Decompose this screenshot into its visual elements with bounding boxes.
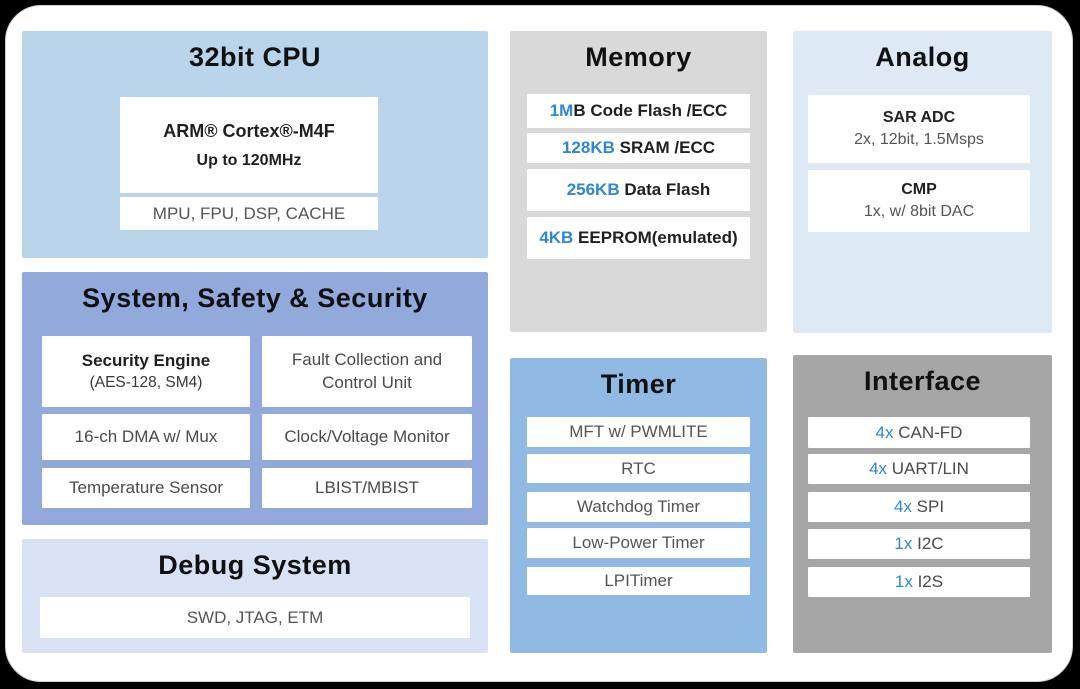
timer-row-label: RTC bbox=[621, 458, 656, 478]
analog-cmp-box: CMP 1x, w/ 8bit DAC bbox=[808, 170, 1030, 232]
memory-row-label: EEPROM(emulated) bbox=[573, 228, 738, 247]
timer-row-mft: MFT w/ PWMLITE bbox=[527, 417, 750, 447]
analog-title: Analog bbox=[875, 42, 970, 72]
debug-title: Debug System bbox=[158, 550, 352, 580]
interface-row-label: I2C bbox=[912, 534, 944, 553]
memory-row-eeprom: 4KB EEPROM(emulated) bbox=[527, 217, 750, 259]
block-analog: Analog SAR ADC 2x, 12bit, 1.5Msps CMP 1x… bbox=[793, 31, 1052, 333]
debug-ports-box: SWD, JTAG, ETM bbox=[40, 597, 470, 638]
interface-count-accent: 1x bbox=[894, 534, 913, 553]
cpu-core-box: ARM® Cortex®-M4F Up to 120MHz bbox=[120, 97, 378, 193]
interface-count-accent: 4x bbox=[875, 422, 894, 442]
interface-row-i2c: 1x I2C bbox=[808, 529, 1030, 559]
dma-box: 16-ch DMA w/ Mux bbox=[42, 414, 250, 460]
interface-row-label: SPI bbox=[911, 497, 945, 516]
lbist-mbist-box: LBIST/MBIST bbox=[262, 468, 472, 508]
security-engine-label: Security Engine bbox=[81, 351, 211, 370]
timer-row-label: MFT w/ PWMLITE bbox=[569, 422, 708, 441]
memory-size-accent: 4KB bbox=[539, 228, 574, 247]
memory-size-accent: 1M bbox=[549, 101, 574, 120]
interface-row-i2s: 1x I2S bbox=[808, 567, 1030, 597]
security-engine-sub-label: (AES-128, SM4) bbox=[89, 374, 203, 391]
analog-sar-adc-box: SAR ADC 2x, 12bit, 1.5Msps bbox=[808, 95, 1030, 163]
cpu-core-speed: Up to 120MHz bbox=[196, 151, 302, 169]
interface-row-label: UART/LIN bbox=[887, 459, 969, 478]
interface-count-accent: 1x bbox=[894, 572, 913, 591]
analog-item-spec: 2x, 12bit, 1.5Msps bbox=[854, 131, 984, 148]
dma-label: 16-ch DMA w/ Mux bbox=[74, 426, 218, 446]
temperature-sensor-box: Temperature Sensor bbox=[42, 468, 250, 508]
interface-count-accent: 4x bbox=[893, 497, 912, 516]
timer-row-lpitimer: LPITimer bbox=[527, 567, 750, 595]
timer-row-label: Low-Power Timer bbox=[572, 533, 705, 552]
analog-item-name: SAR ADC bbox=[882, 109, 956, 126]
memory-row-label: Data Flash bbox=[619, 180, 711, 199]
temperature-sensor-label: Temperature Sensor bbox=[68, 477, 224, 497]
memory-row-sram: 128KB SRAM /ECC bbox=[527, 133, 750, 163]
timer-title: Timer bbox=[600, 369, 677, 399]
memory-row-label: SRAM /ECC bbox=[614, 138, 716, 157]
interface-row-spi: 4x SPI bbox=[808, 492, 1030, 522]
block-memory: Memory 1MB Code Flash /ECC 128KB SRAM /E… bbox=[510, 31, 767, 332]
block-timer: Timer MFT w/ PWMLITE RTC Watchdog Timer … bbox=[510, 358, 767, 653]
cpu-core-name: ARM® Cortex®-M4F bbox=[163, 120, 335, 141]
interface-title: Interface bbox=[863, 366, 982, 396]
block-cpu: 32bit CPU ARM® Cortex®-M4F Up to 120MHz … bbox=[22, 31, 488, 258]
timer-row-label: LPITimer bbox=[604, 571, 673, 590]
fault-collection-box: Fault Collection and Control Unit bbox=[262, 336, 472, 407]
security-engine-box: Security Engine (AES-128, SM4) bbox=[42, 336, 250, 407]
interface-row-label: CAN-FD bbox=[893, 422, 963, 442]
cpu-features-box: MPU, FPU, DSP, CACHE bbox=[120, 197, 378, 230]
block-system-safety-security: System, Safety & Security Security Engin… bbox=[22, 272, 488, 525]
analog-item-spec: 1x, w/ 8bit DAC bbox=[863, 203, 975, 220]
block-debug-system: Debug System SWD, JTAG, ETM bbox=[22, 539, 488, 653]
timer-row-watchdog: Watchdog Timer bbox=[527, 492, 750, 522]
lbist-mbist-label: LBIST/MBIST bbox=[315, 477, 419, 497]
cpu-features-label: MPU, FPU, DSP, CACHE bbox=[152, 203, 346, 223]
clock-voltage-monitor-label: Clock/Voltage Monitor bbox=[284, 426, 450, 446]
memory-row-data-flash: 256KB Data Flash bbox=[527, 169, 750, 211]
memory-row-label: B Code Flash /ECC bbox=[573, 101, 728, 120]
interface-row-uart-lin: 4x UART/LIN bbox=[808, 454, 1030, 484]
fault-collection-label: Fault Collection and Control Unit bbox=[291, 350, 443, 392]
interface-count-accent: 4x bbox=[869, 459, 888, 478]
memory-size-accent: 128KB bbox=[561, 138, 615, 157]
timer-row-low-power: Low-Power Timer bbox=[527, 528, 750, 558]
memory-size-accent: 256KB bbox=[566, 180, 620, 199]
interface-row-label: I2S bbox=[912, 572, 944, 591]
memory-title: Memory bbox=[585, 42, 692, 72]
system-title: System, Safety & Security bbox=[82, 283, 428, 313]
clock-voltage-monitor-box: Clock/Voltage Monitor bbox=[262, 414, 472, 460]
block-interface: Interface 4x CAN-FD 4x UART/LIN 4x SPI 1… bbox=[793, 355, 1052, 653]
memory-row-code-flash: 1MB Code Flash /ECC bbox=[527, 94, 750, 128]
interface-row-can-fd: 4x CAN-FD bbox=[808, 417, 1030, 448]
cpu-title: 32bit CPU bbox=[188, 42, 322, 72]
timer-row-rtc: RTC bbox=[527, 454, 750, 483]
debug-ports-label: SWD, JTAG, ETM bbox=[186, 607, 324, 627]
timer-row-label: Watchdog Timer bbox=[576, 497, 701, 516]
analog-item-name: CMP bbox=[901, 181, 937, 198]
